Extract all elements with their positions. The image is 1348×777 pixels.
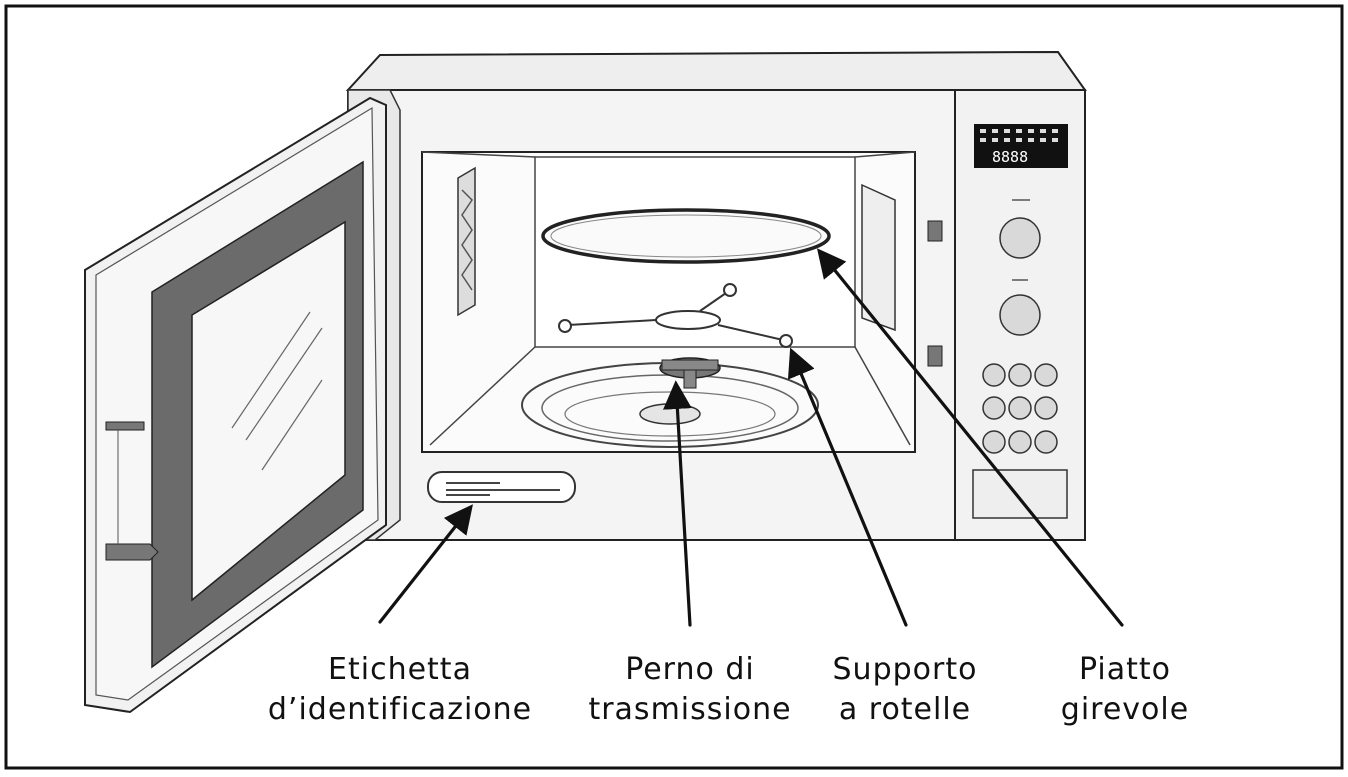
label-roller-support: Supporto a rotelle bbox=[805, 650, 1005, 730]
arrow-roller-support bbox=[787, 347, 908, 627]
drive-shaft bbox=[659, 357, 721, 389]
glass-turntable bbox=[541, 208, 831, 264]
label-drive-shaft-line1: Perno di bbox=[625, 652, 755, 687]
identification-plate bbox=[427, 471, 576, 503]
door bbox=[84, 96, 387, 714]
svg-text:8888: 8888 bbox=[992, 148, 1028, 166]
label-drive-shaft: Perno di trasmissione bbox=[570, 650, 810, 730]
leader-arrows bbox=[378, 248, 1124, 627]
label-identification-line1: Etichetta bbox=[328, 652, 472, 687]
control-buttons bbox=[982, 363, 1058, 454]
label-turntable: Piatto girevole bbox=[1035, 650, 1215, 730]
control-nameplate bbox=[972, 469, 1068, 519]
label-turntable-line2: girevole bbox=[1060, 692, 1190, 727]
label-identification: Etichetta d’identificazione bbox=[255, 650, 545, 730]
label-turntable-line1: Piatto bbox=[1078, 652, 1172, 687]
label-roller-support-line1: Supporto bbox=[832, 652, 978, 687]
latch-slot-bottom bbox=[927, 345, 943, 367]
control-knobs bbox=[999, 199, 1041, 336]
arrow-identification-label bbox=[378, 504, 473, 624]
label-roller-support-line2: a rotelle bbox=[838, 692, 972, 727]
roller-support bbox=[558, 283, 793, 348]
arrow-drive-shaft bbox=[663, 380, 692, 627]
latch-slot-top bbox=[927, 220, 943, 242]
label-drive-shaft-line2: trasmissione bbox=[588, 692, 792, 727]
control-display: 8888 bbox=[974, 124, 1068, 168]
arrow-turntable bbox=[816, 248, 1124, 627]
label-identification-line2: d’identificazione bbox=[267, 692, 533, 727]
